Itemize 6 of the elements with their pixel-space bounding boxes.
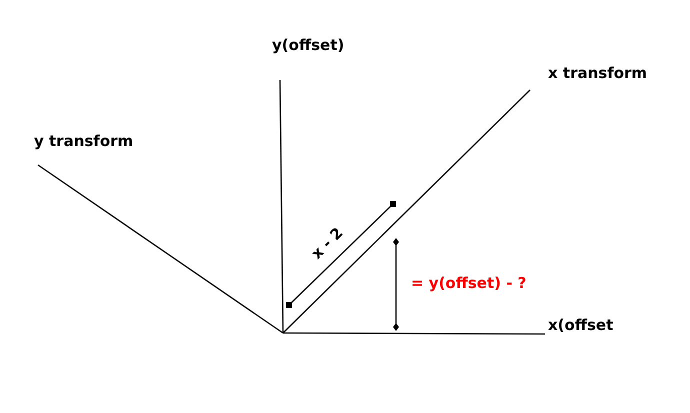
dimension-label: x - 2	[309, 225, 346, 262]
axis-label: x transform	[548, 66, 648, 81]
axis-label: y(offset)	[272, 38, 344, 53]
axis-label: y transform	[34, 134, 134, 149]
axis-label: x(offset	[548, 318, 614, 333]
formula-label: = y(offset) - ?	[411, 276, 526, 291]
